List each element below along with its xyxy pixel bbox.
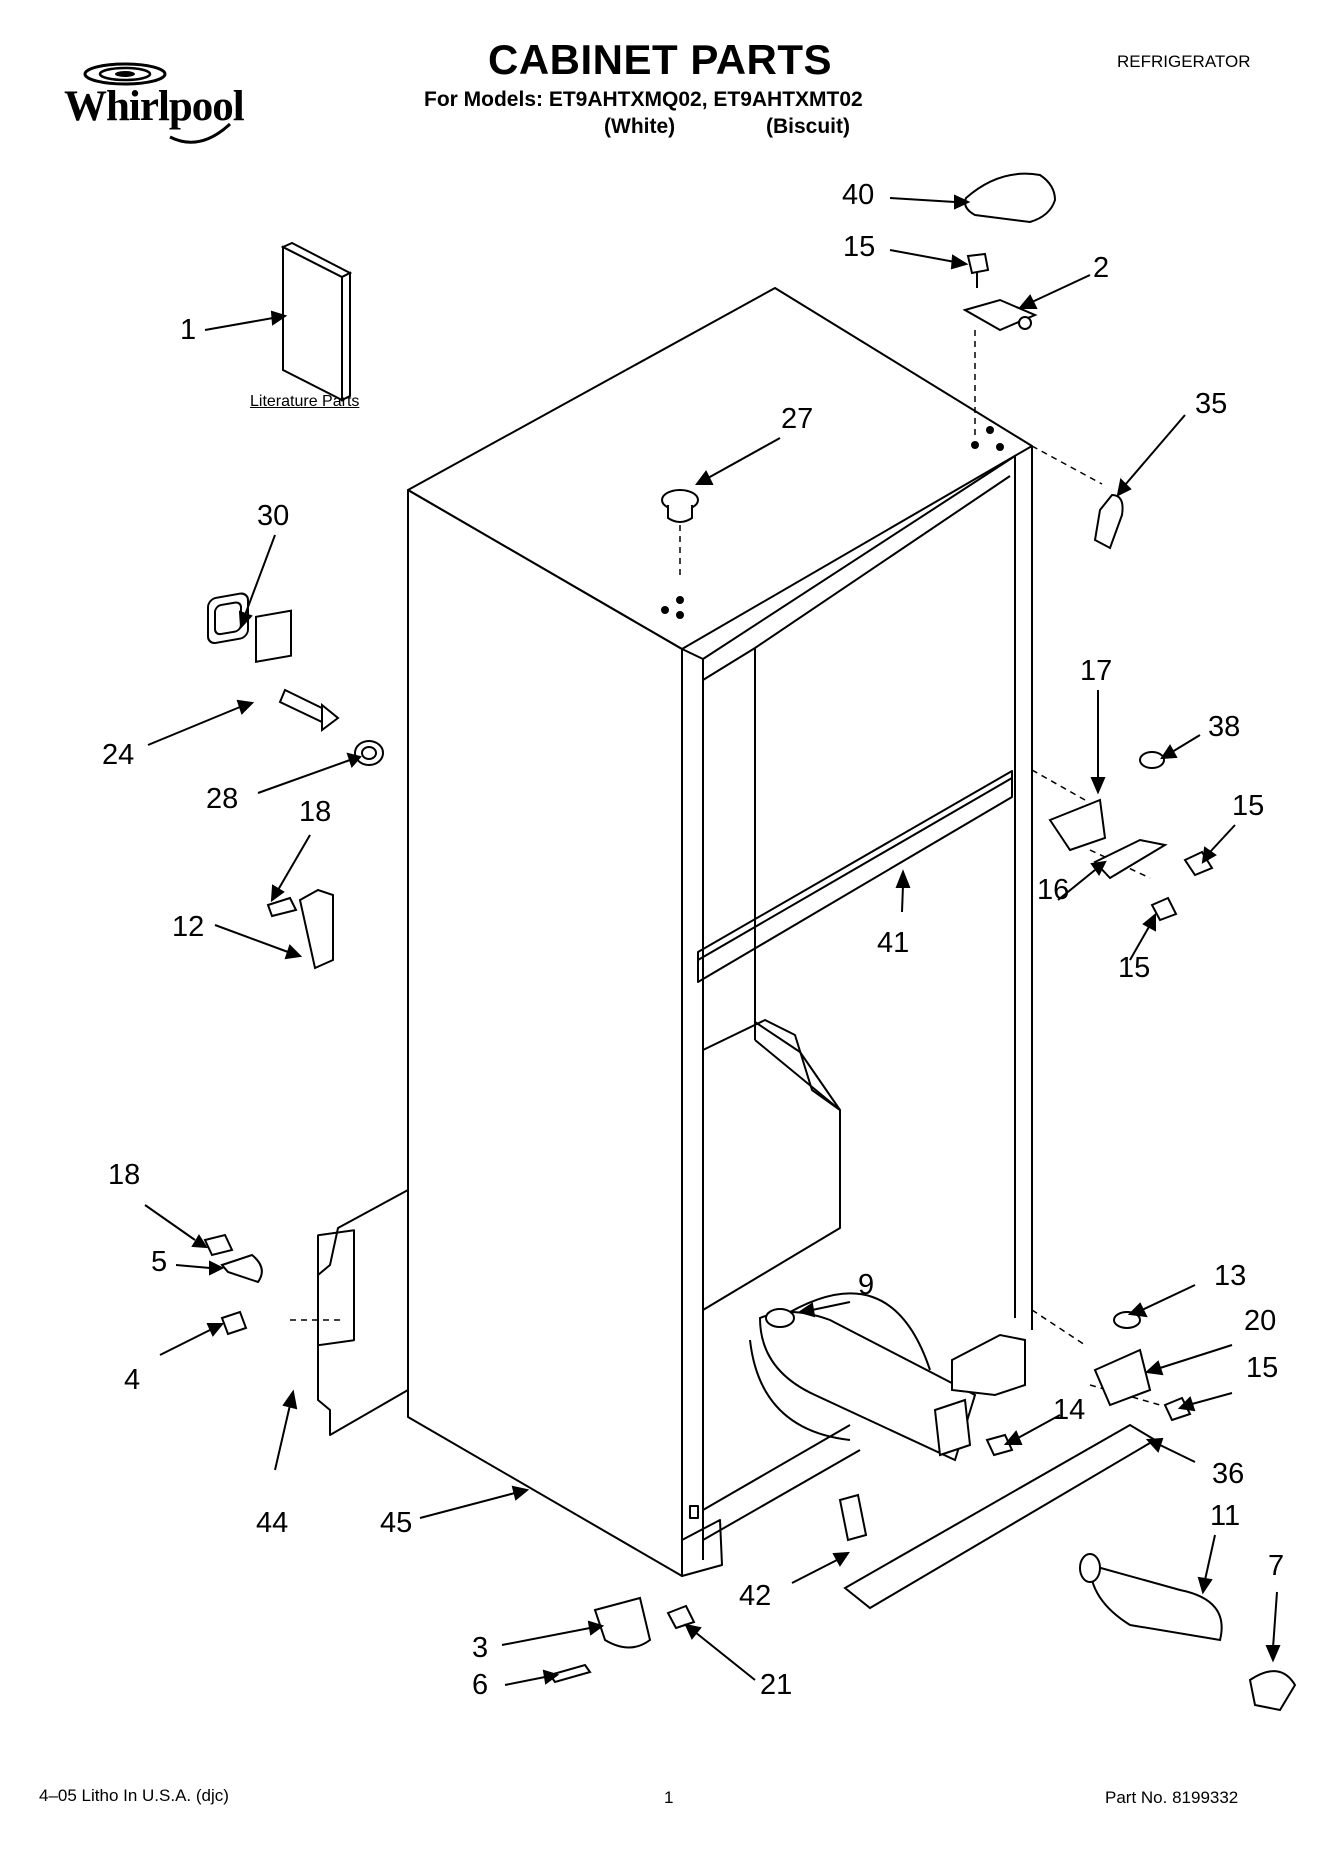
callout-15: 15	[843, 231, 876, 263]
callout-36: 36	[1212, 1458, 1245, 1490]
callout-14: 14	[1053, 1394, 1086, 1426]
brand-name: Whirlpool	[64, 83, 245, 130]
callout-18-lower: 18	[108, 1159, 141, 1191]
callout-11: 11	[1210, 1500, 1241, 1532]
callout-41: 41	[877, 927, 910, 959]
callout-13: 13	[1214, 1260, 1247, 1292]
callout-27: 27	[781, 403, 814, 435]
models-line: For Models: ET9AHTXMQ02, ET9AHTXMT02	[424, 88, 863, 111]
callout-1: 1	[180, 314, 197, 346]
callout-28: 28	[206, 783, 239, 815]
brand-logo: Whirlpool	[50, 52, 280, 152]
callout-5: 5	[151, 1246, 168, 1278]
page-title: CABINET PARTS	[488, 36, 833, 83]
callout-15-bottom-right: 15	[1246, 1352, 1279, 1384]
callout-45: 45	[380, 1507, 413, 1539]
category-label: REFRIGERATOR	[1117, 52, 1251, 71]
footer-part-number: Part No. 8199332	[1105, 1788, 1239, 1807]
callout-18: 18	[299, 796, 332, 828]
divider-rail	[697, 770, 1013, 983]
callout-16: 16	[1037, 874, 1070, 906]
footer-page-number: 1	[664, 1788, 674, 1807]
callout-44: 44	[256, 1507, 289, 1539]
footer-litho: 4–05 Litho In U.S.A. (djc)	[39, 1786, 229, 1805]
callout-4: 4	[124, 1364, 141, 1396]
callout-30: 30	[257, 500, 290, 532]
callout-42: 42	[739, 1580, 772, 1612]
callout-12: 12	[172, 911, 205, 943]
callout-20: 20	[1244, 1305, 1277, 1337]
color-white-label: (White)	[604, 115, 676, 138]
callout-40: 40	[842, 179, 875, 211]
callout-21: 21	[760, 1669, 793, 1701]
callout-38: 38	[1208, 711, 1241, 743]
callout-35: 35	[1195, 388, 1228, 420]
cabinet-top	[407, 287, 1033, 650]
callout-17: 17	[1080, 655, 1113, 687]
color-biscuit-label: (Biscuit)	[766, 115, 850, 138]
callout-24: 24	[102, 739, 135, 771]
cabinet-side	[407, 489, 683, 1577]
callout-7: 7	[1268, 1550, 1285, 1582]
literature-parts-label: Literature Parts	[250, 393, 360, 410]
callout-15-right-upper: 15	[1232, 790, 1265, 822]
callout-15-right-lower: 15	[1118, 952, 1151, 984]
callout-9: 9	[858, 1269, 875, 1301]
callout-2: 2	[1093, 252, 1110, 284]
callout-3: 3	[472, 1632, 489, 1664]
whirlpool-swirl-icon	[83, 62, 232, 144]
callout-6: 6	[472, 1669, 489, 1701]
